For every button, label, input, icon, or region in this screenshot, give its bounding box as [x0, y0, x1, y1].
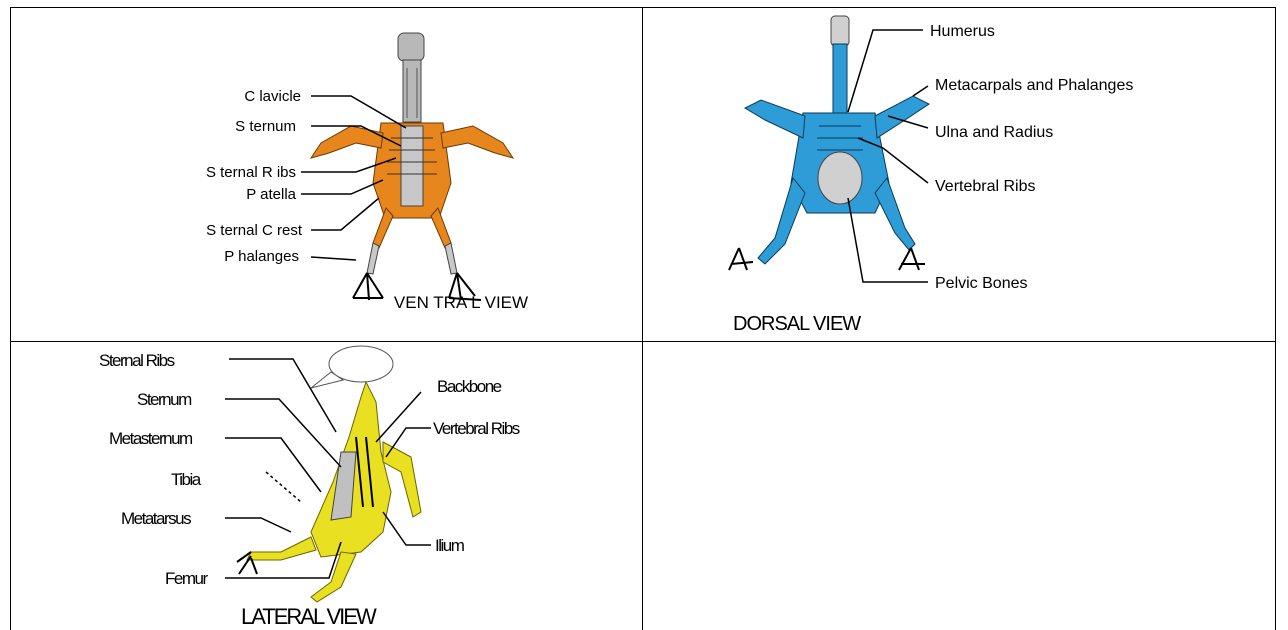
- ventral-neck: [403, 60, 421, 122]
- dorsal-label-humerus: Humerus: [930, 23, 995, 40]
- dorsal-caption: DORSAL VIEW: [733, 313, 861, 335]
- lateral-label-ilium: Ilium: [435, 536, 465, 555]
- ventral-label-clavicle: C lavicle: [244, 88, 301, 105]
- table-border-right: [1275, 7, 1276, 630]
- lateral-label-backbone: Backbone: [437, 377, 502, 396]
- dorsal-label-pelvic-bones: Pelvic Bones: [935, 275, 1028, 292]
- lateral-label-metasternum: Metasternum: [109, 429, 193, 448]
- lateral-skeleton-figure: Sternal Ribs Sternum Metasternum Tibia M…: [11, 342, 642, 630]
- dorsal-view-panel: Humerus Metacarpals and Phalanges Ulna a…: [643, 8, 1275, 341]
- ventral-label-sternal-ribs: S ternal R ibs: [206, 164, 296, 181]
- dorsal-skeleton-figure: Humerus Metacarpals and Phalanges Ulna a…: [643, 8, 1275, 341]
- lateral-label-femur: Femur: [165, 569, 208, 588]
- ventral-label-phalanges: P halanges: [224, 248, 299, 265]
- lateral-label-tibia: Tibia: [171, 470, 202, 489]
- diagram-table: C lavicle S ternum S ternal R ibs P atel…: [10, 0, 1276, 630]
- empty-cell: [643, 342, 1275, 630]
- ventral-view-panel: C lavicle S ternum S ternal R ibs P atel…: [11, 8, 642, 341]
- dorsal-label-metacarpals: Metacarpals and Phalanges: [935, 77, 1133, 94]
- lateral-body: [247, 382, 421, 602]
- lateral-caption: LATERAL VIEW: [241, 604, 377, 629]
- lateral-label-sternum: Sternum: [137, 390, 192, 409]
- dorsal-pelvis: [818, 152, 862, 204]
- ventral-caption: VEN TRA L VIEW: [394, 293, 528, 312]
- ventral-skeleton-figure: C lavicle S ternum S ternal R ibs P atel…: [11, 8, 642, 341]
- dorsal-label-vertebral-ribs: Vertebral Ribs: [935, 178, 1036, 195]
- lateral-view-panel: Sternal Ribs Sternum Metasternum Tibia M…: [11, 342, 642, 630]
- ventral-label-sternum: S ternum: [235, 118, 296, 135]
- ventral-label-patella: P atella: [246, 186, 296, 203]
- lateral-label-metatarsus: Metatarsus: [121, 509, 191, 528]
- ventral-head: [398, 33, 424, 61]
- dorsal-label-ulna-radius: Ulna and Radius: [935, 124, 1053, 141]
- lateral-label-vertebral-ribs: Vertebral Ribs: [433, 419, 520, 438]
- ventral-label-sternal-crest: S ternal C rest: [206, 222, 303, 239]
- lateral-label-sternal-ribs: Sternal Ribs: [99, 351, 175, 370]
